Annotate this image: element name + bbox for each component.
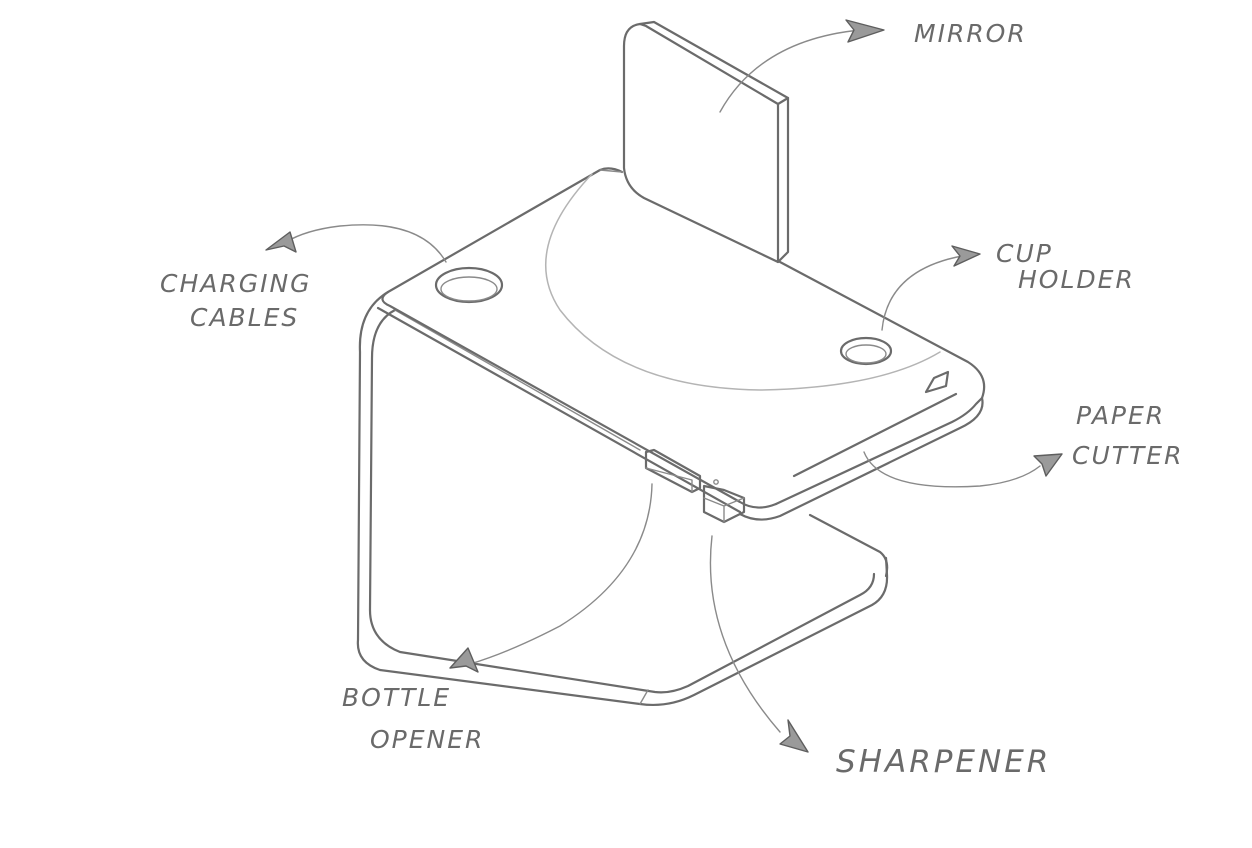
leader-bottle-opener: [449, 483, 653, 673]
arrowhead-cup: [951, 245, 981, 267]
desktop-arc: [545, 173, 941, 391]
desktop-right-edge: [598, 167, 624, 174]
cup-holder-inner: [845, 344, 887, 364]
leader-charging: [265, 224, 447, 263]
desktop-front-edge: [381, 290, 778, 509]
label-charging-line1: CHARGING: [160, 269, 312, 298]
label-paper-cutter-line2: CUTTER: [1072, 441, 1183, 470]
cup-holder-outer: [839, 336, 893, 366]
desk-body: [356, 167, 986, 707]
bottle-opener-edge: [645, 467, 693, 493]
leader-mirror: [719, 19, 885, 113]
leader-cup-holder: [881, 245, 981, 331]
leader-paper-cutter: [863, 451, 1063, 488]
mirror-top-edge: [638, 20, 790, 106]
sharpener-block: [702, 479, 746, 524]
leader-charging-line: [285, 224, 447, 263]
sharpener-box: [702, 484, 746, 524]
desktop-right-underside: [738, 396, 984, 521]
arrowhead-paper: [1033, 453, 1063, 477]
arrowhead-charging: [265, 231, 297, 253]
paper-cutter-slot: [792, 392, 958, 478]
paper-cutter-blade: [924, 370, 950, 394]
arrowhead-mirror: [845, 19, 885, 43]
desktop-back-right-edge: [774, 260, 986, 506]
label-paper-cutter-line1: PAPER: [1076, 401, 1165, 430]
desk-outer-side: [356, 168, 889, 707]
cable-hole-outer: [434, 266, 504, 304]
leader-sharpener: [709, 535, 809, 753]
cable-hole: [434, 266, 504, 304]
sharpener-hole: [713, 479, 719, 485]
mirror-side-edge: [776, 96, 790, 264]
desk-inner-side: [368, 308, 876, 694]
leader-paper-line: [863, 451, 1041, 488]
label-charging-line2: CABLES: [190, 303, 299, 332]
label-sharpener: SHARPENER: [836, 744, 1051, 780]
base-plate-top: [808, 513, 889, 578]
paper-cutter: [792, 370, 958, 478]
arrowhead-bottle: [449, 647, 479, 673]
desk-inner-top: [394, 309, 641, 451]
sharpener-edge: [703, 497, 745, 523]
label-mirror: MIRROR: [914, 19, 1027, 48]
label-cup-holder-line2: HOLDER: [1018, 265, 1135, 294]
desktop-back-edge: [599, 169, 623, 173]
cable-hole-inner: [440, 276, 498, 302]
label-cup-holder-line1: CUP: [996, 239, 1053, 268]
label-bottle-opener-line2: OPENER: [370, 725, 484, 754]
bottle-opener-block: [644, 448, 702, 494]
arrowhead-sharpener: [779, 719, 809, 753]
leader-sharpener-line: [709, 535, 781, 733]
label-bottle-opener-line1: BOTTLE: [342, 683, 451, 712]
leader-cup-line: [881, 255, 963, 331]
leader-mirror-line: [719, 29, 861, 113]
cup-holder-hole: [839, 336, 893, 366]
mirror-front-face: [622, 22, 780, 264]
leader-bottle-line: [469, 483, 653, 665]
desktop-front-edge-lower: [376, 306, 742, 514]
mirror-panel: [622, 20, 790, 264]
base-plate-edge: [639, 689, 649, 705]
